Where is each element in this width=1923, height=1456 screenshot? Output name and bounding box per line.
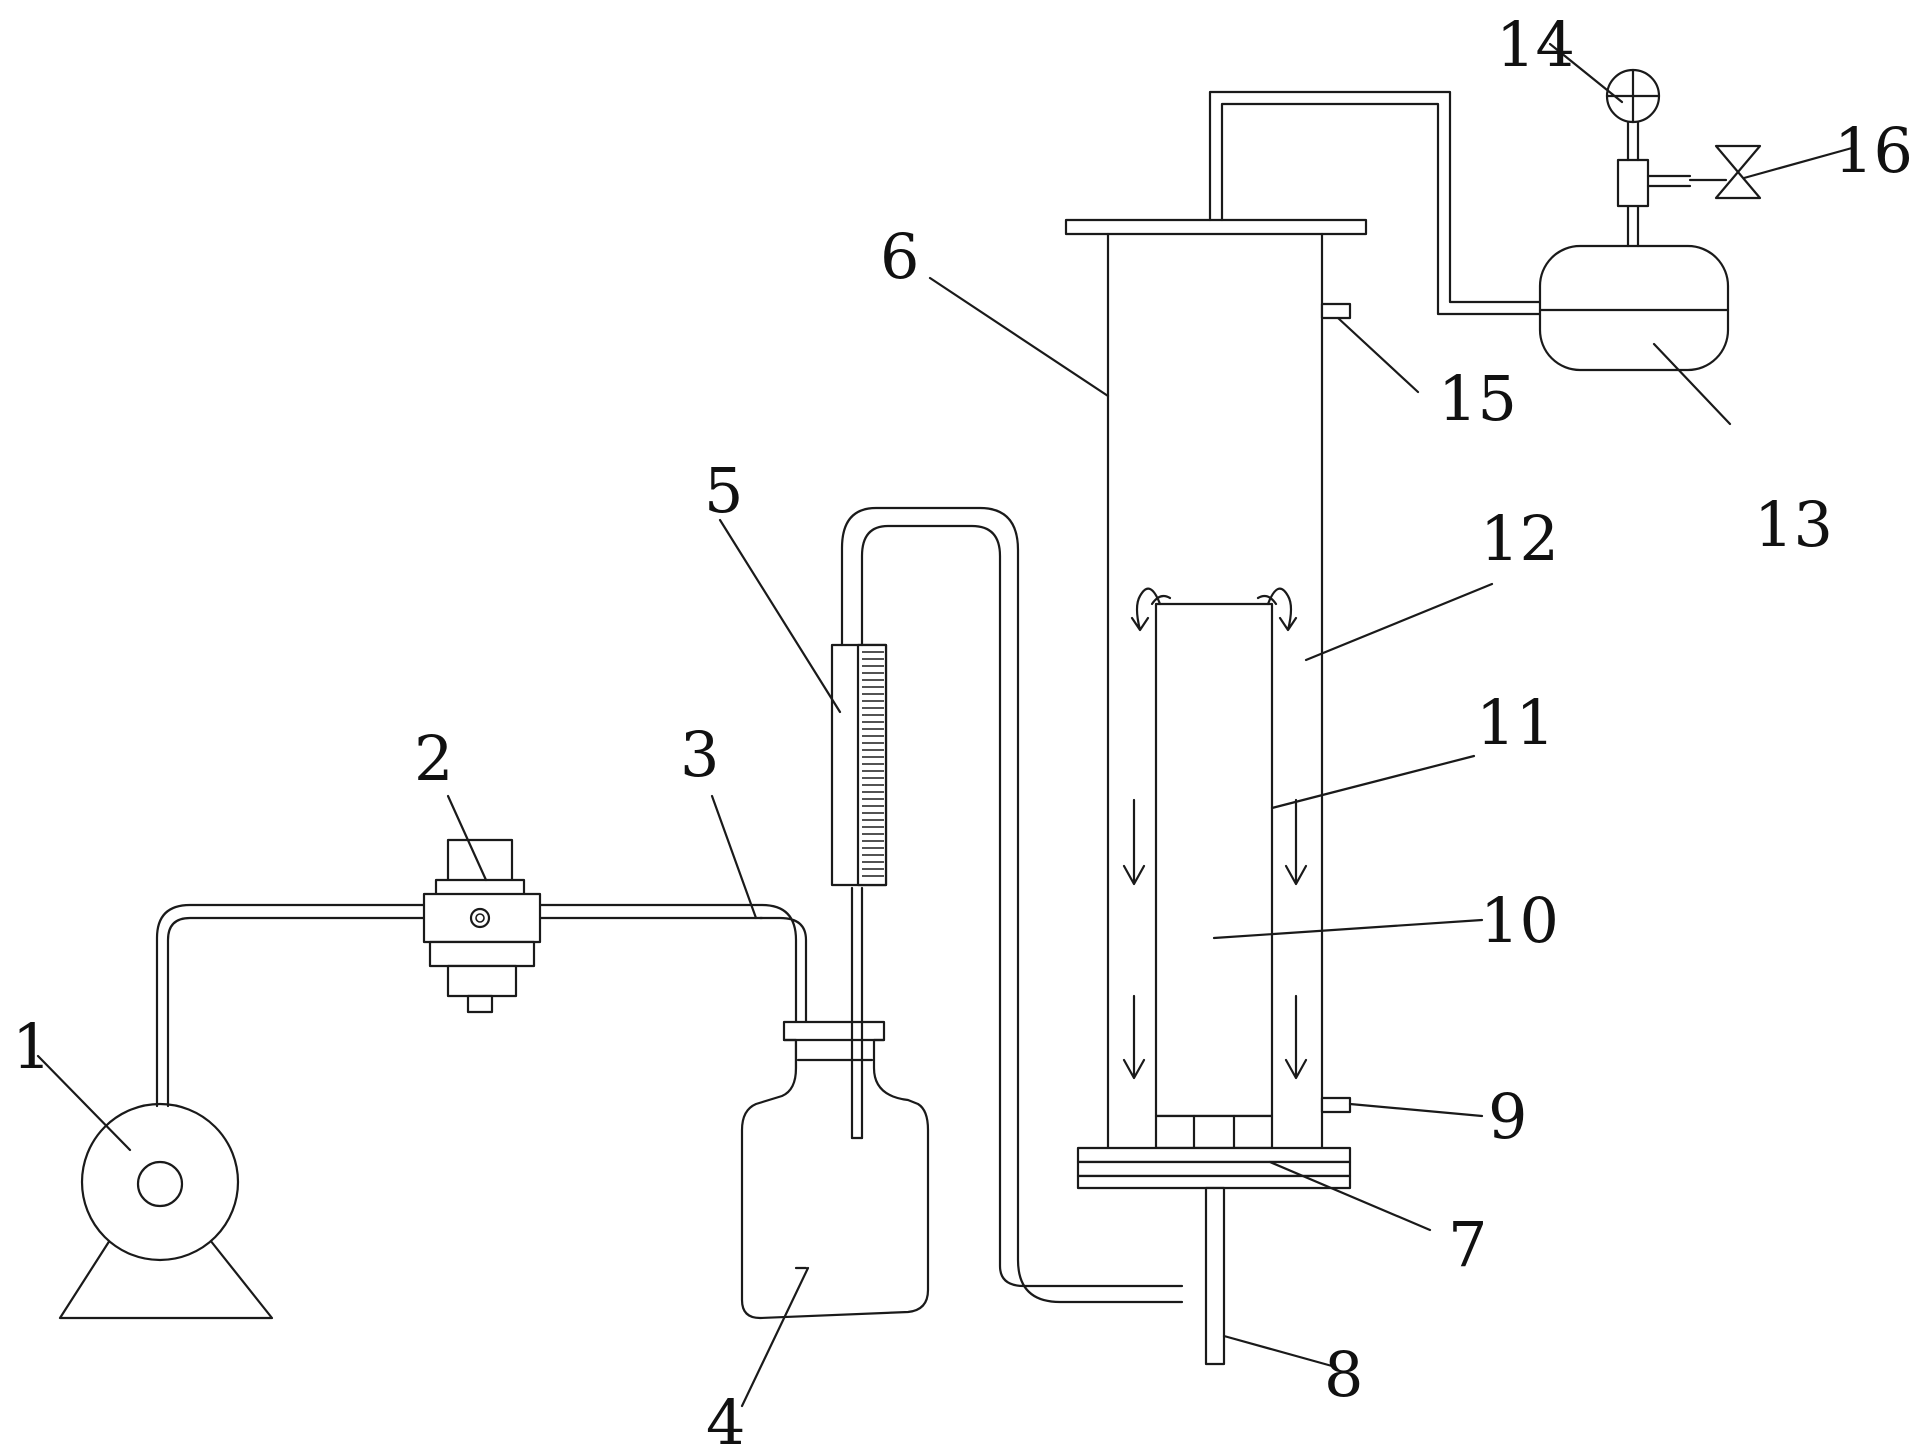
- callout-15: 15: [1438, 362, 1517, 435]
- air-tube: [155, 903, 808, 1270]
- exhaust-pipe: [1208, 90, 1542, 316]
- callout-1: 1: [12, 1010, 51, 1083]
- callout-3: 3: [680, 718, 719, 791]
- gas-feed-tube: [840, 506, 1184, 1304]
- callout-10: 10: [1480, 884, 1559, 957]
- callout-5: 5: [704, 454, 743, 527]
- callout-11: 11: [1476, 686, 1555, 759]
- callout-8: 8: [1324, 1338, 1363, 1411]
- callout-6: 6: [880, 220, 919, 293]
- pump: [58, 1102, 274, 1320]
- callout-13: 13: [1754, 488, 1833, 561]
- callout-2: 2: [414, 722, 453, 795]
- callout-16: 16: [1834, 114, 1913, 187]
- callout-7: 7: [1448, 1208, 1487, 1281]
- callout-12: 12: [1480, 502, 1559, 575]
- callout-9: 9: [1488, 1080, 1527, 1153]
- reaction-column: [1064, 218, 1368, 1366]
- regulating-valve: [422, 838, 542, 1014]
- callout-4: 4: [706, 1386, 745, 1456]
- rotameter: [830, 643, 888, 1024]
- leader-lines: [36, 42, 1854, 1408]
- callout-labels: 1 2 3 4 5 6 7 8 9 10 11 12 13 14 15 16: [12, 8, 1913, 1456]
- collection-tank: [1538, 68, 1762, 372]
- callout-14: 14: [1496, 8, 1575, 81]
- gas-washing-bottle: [740, 1020, 930, 1320]
